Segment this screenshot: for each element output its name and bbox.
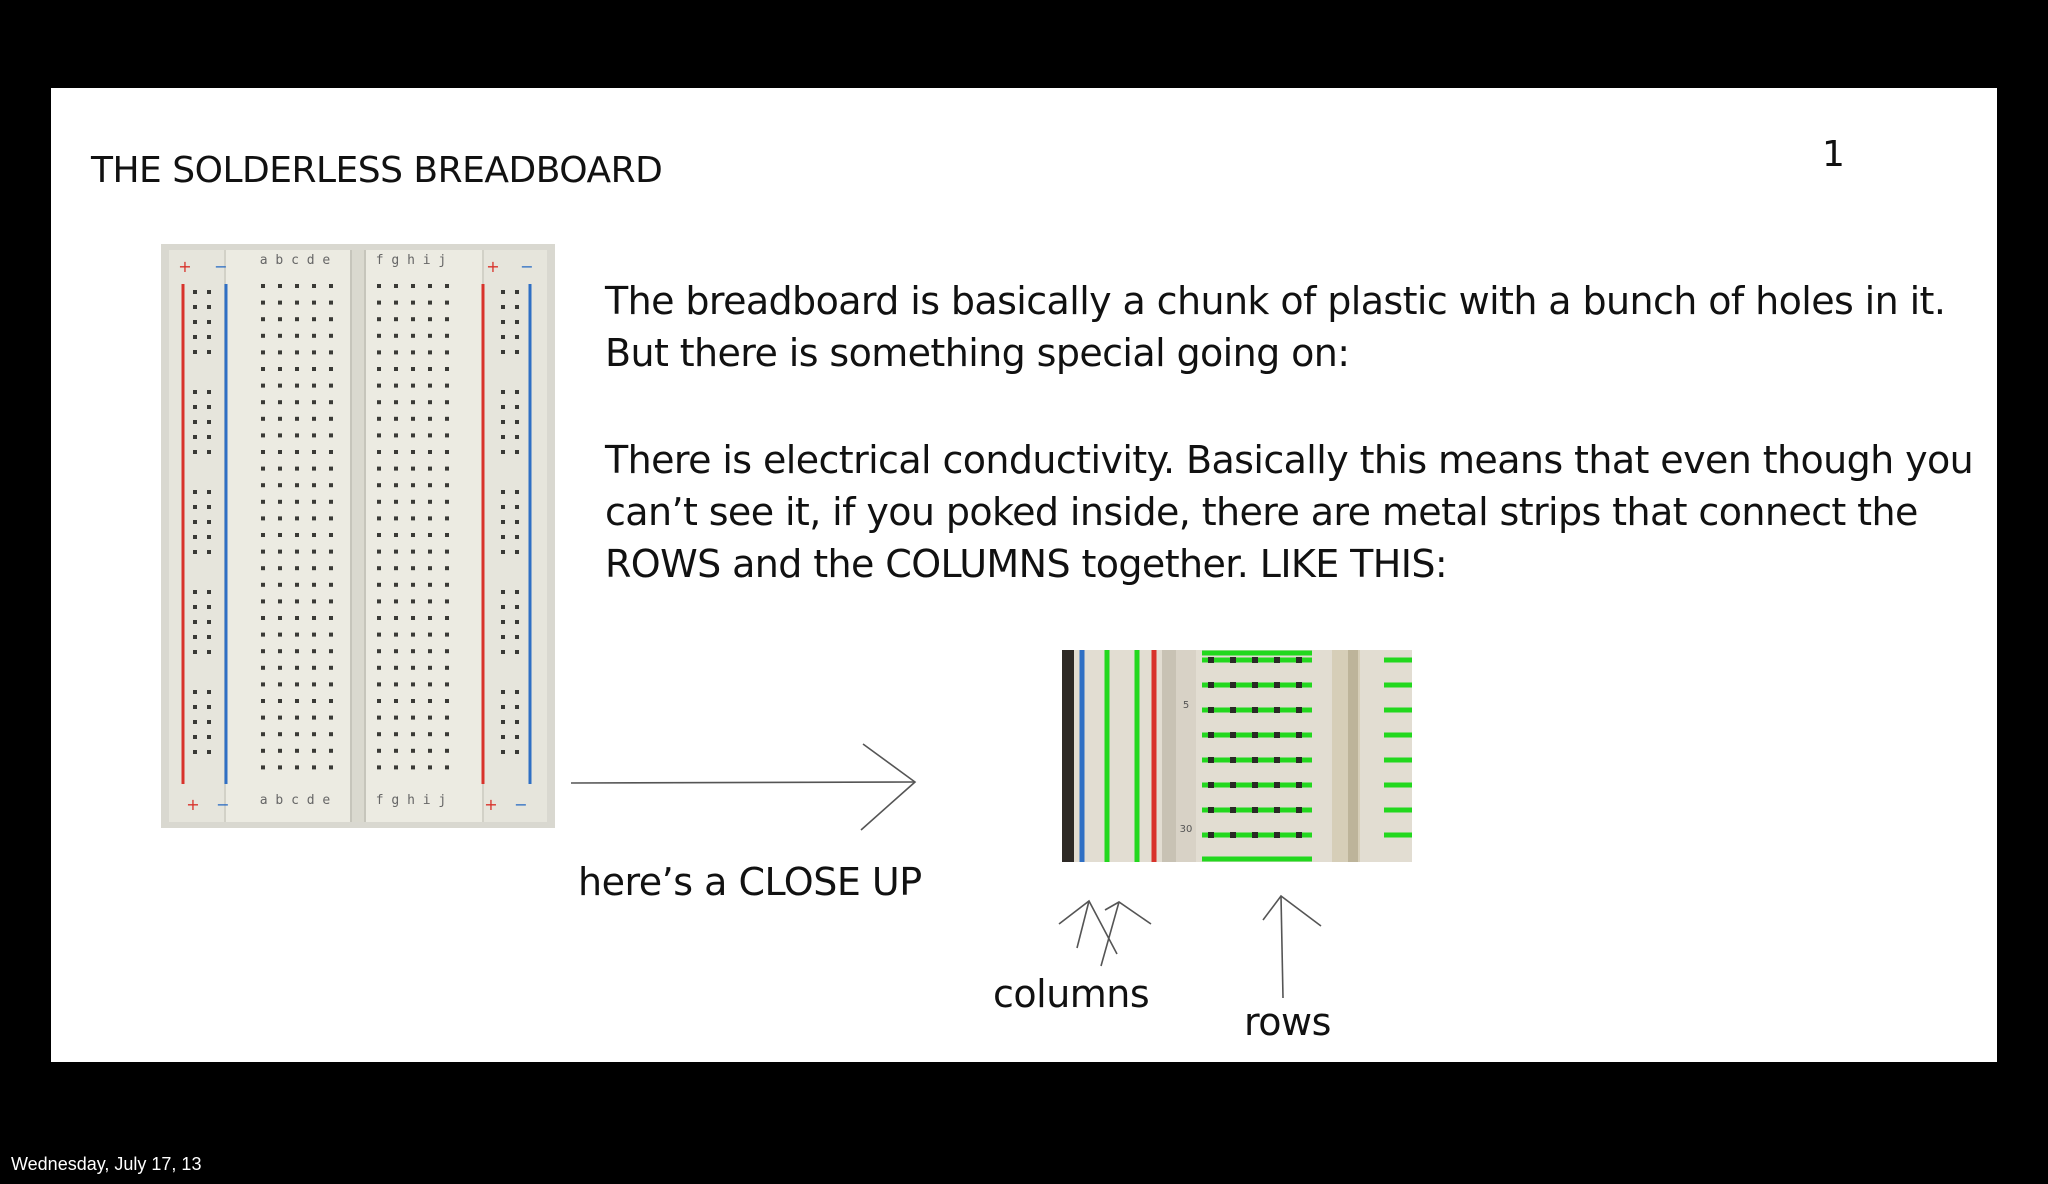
- right-arrow-icon: [570, 743, 917, 831]
- intro-line-1: The breadboard is basically a chunk of p…: [605, 279, 1946, 323]
- minus-marker: −: [214, 257, 227, 276]
- plus-marker: +: [484, 795, 497, 814]
- plus-marker: +: [486, 257, 499, 276]
- breadboard-photo: + − + − + − + − a b c d e f g h i j a b …: [161, 244, 555, 828]
- column-letters-top-left: a b c d e: [260, 253, 331, 268]
- minus-marker: −: [514, 795, 527, 814]
- plus-marker: +: [178, 257, 191, 276]
- conductivity-line-3: ROWS and the COLUMNS together. LIKE THIS…: [605, 542, 1448, 586]
- column-letters-top-right: f g h i j: [376, 253, 446, 268]
- conductivity-line-1: There is electrical conductivity. Basica…: [605, 438, 1974, 482]
- intro-paragraph: The breadboard is basically a chunk of p…: [605, 275, 1995, 379]
- minus-marker: −: [216, 795, 229, 814]
- conductivity-line-2: can’t see it, if you poked inside, there…: [605, 490, 1918, 534]
- closeup-label: here’s a CLOSE UP: [578, 860, 922, 904]
- breadboard-holes: [193, 284, 519, 770]
- footer-date: Wednesday, July 17, 13: [11, 1154, 202, 1174]
- minus-marker: −: [520, 257, 533, 276]
- closeup-row-number-5: 5: [1183, 700, 1189, 711]
- closeup-row-number-30: 30: [1180, 824, 1193, 835]
- columns-label: columns: [993, 972, 1150, 1016]
- conductivity-paragraph: There is electrical conductivity. Basica…: [605, 434, 1995, 590]
- column-letters-bottom-left: a b c d e: [260, 793, 331, 808]
- slide-title: THE SOLDERLESS BREADBOARD: [91, 150, 663, 191]
- intro-line-2: But there is something special going on:: [605, 331, 1350, 375]
- column-letters-bottom-right: f g h i j: [376, 793, 446, 808]
- slide: THE SOLDERLESS BREADBOARD 1 The breadboa…: [51, 88, 1997, 1062]
- closeup-photo: 5 30: [1062, 650, 1412, 862]
- slide-number: 1: [1822, 134, 1845, 175]
- columns-arrow-icon: [1058, 899, 1152, 967]
- plus-marker: +: [186, 795, 199, 814]
- rows-label: rows: [1244, 1000, 1331, 1044]
- closeup-row-strips: [1202, 650, 1412, 862]
- rows-arrow-icon: [1262, 894, 1322, 999]
